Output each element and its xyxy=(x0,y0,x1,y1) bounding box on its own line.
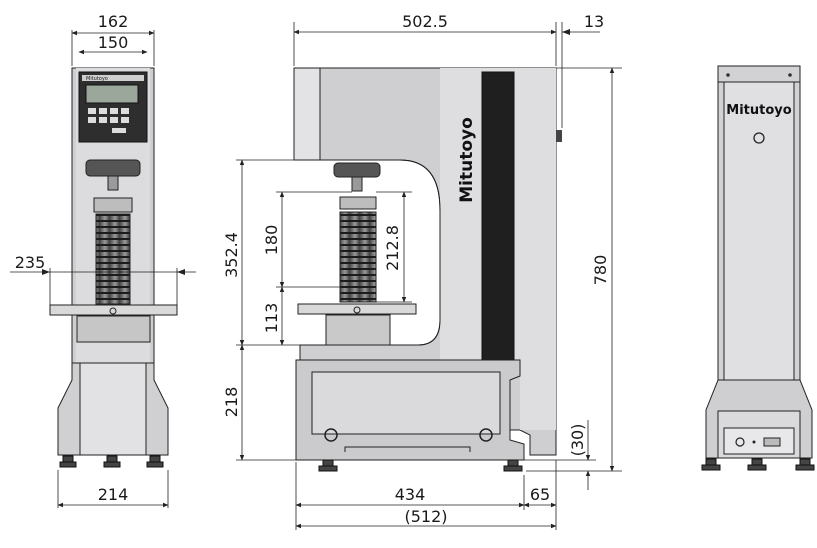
side-elevating-bellows xyxy=(339,211,377,303)
front-table xyxy=(49,304,178,316)
dim-side-overall-height: 780 xyxy=(591,255,610,286)
front-anvil xyxy=(93,197,133,213)
front-view: Mitutoyo 162 150 xyxy=(10,12,196,508)
dim-side-overall-depth: 502.5 xyxy=(402,12,448,31)
dim-front-panel-width: 150 xyxy=(98,33,129,52)
dim-side-elevating-travel: 212.8 xyxy=(383,225,402,271)
rear-power-socket xyxy=(735,437,745,447)
side-table xyxy=(297,303,417,315)
dim-front-top-width: 162 xyxy=(98,12,129,31)
dim-side-base-depth: 434 xyxy=(395,485,426,504)
dim-side-max-specimen: 180 xyxy=(262,225,281,256)
side-anvil xyxy=(339,196,377,210)
control-panel-display xyxy=(85,84,139,104)
side-indenter-head xyxy=(333,162,381,178)
dim-side-table-height: 113 xyxy=(262,303,281,334)
rear-view: Mitutoyo xyxy=(701,65,815,471)
rear-connector-panel xyxy=(723,427,795,455)
dim-side-foot-height: (30) xyxy=(568,424,587,457)
dim-side-rear-offset: 65 xyxy=(530,485,550,504)
dim-side-throat-height: 352.4 xyxy=(222,232,241,278)
rear-data-port xyxy=(763,437,781,447)
side-black-stripe xyxy=(481,71,515,363)
dim-front-table-width: 235 xyxy=(15,253,46,272)
dim-front-base-width: 214 xyxy=(98,485,129,504)
front-elevating-bellows xyxy=(95,213,131,305)
rear-logo: Mitutoyo xyxy=(726,103,791,118)
side-feet xyxy=(318,459,523,472)
side-logo: Mitutoyo xyxy=(457,117,477,203)
dim-side-base-to-table: 218 xyxy=(222,387,241,418)
control-panel-logo: Mitutoyo xyxy=(86,76,108,82)
rear-feet xyxy=(701,458,815,471)
side-leveling-hole-right xyxy=(479,428,493,442)
dim-side-protrusion: 13 xyxy=(584,12,604,31)
side-view: Mitutoyo 502.5 13 xyxy=(222,12,622,530)
front-indenter-head xyxy=(85,159,141,177)
side-leveling-hole-left xyxy=(324,428,338,442)
control-panel-keys xyxy=(88,108,129,133)
rear-lamp xyxy=(753,132,765,144)
front-feet xyxy=(59,455,164,468)
dim-side-total-depth: (512) xyxy=(404,507,447,526)
